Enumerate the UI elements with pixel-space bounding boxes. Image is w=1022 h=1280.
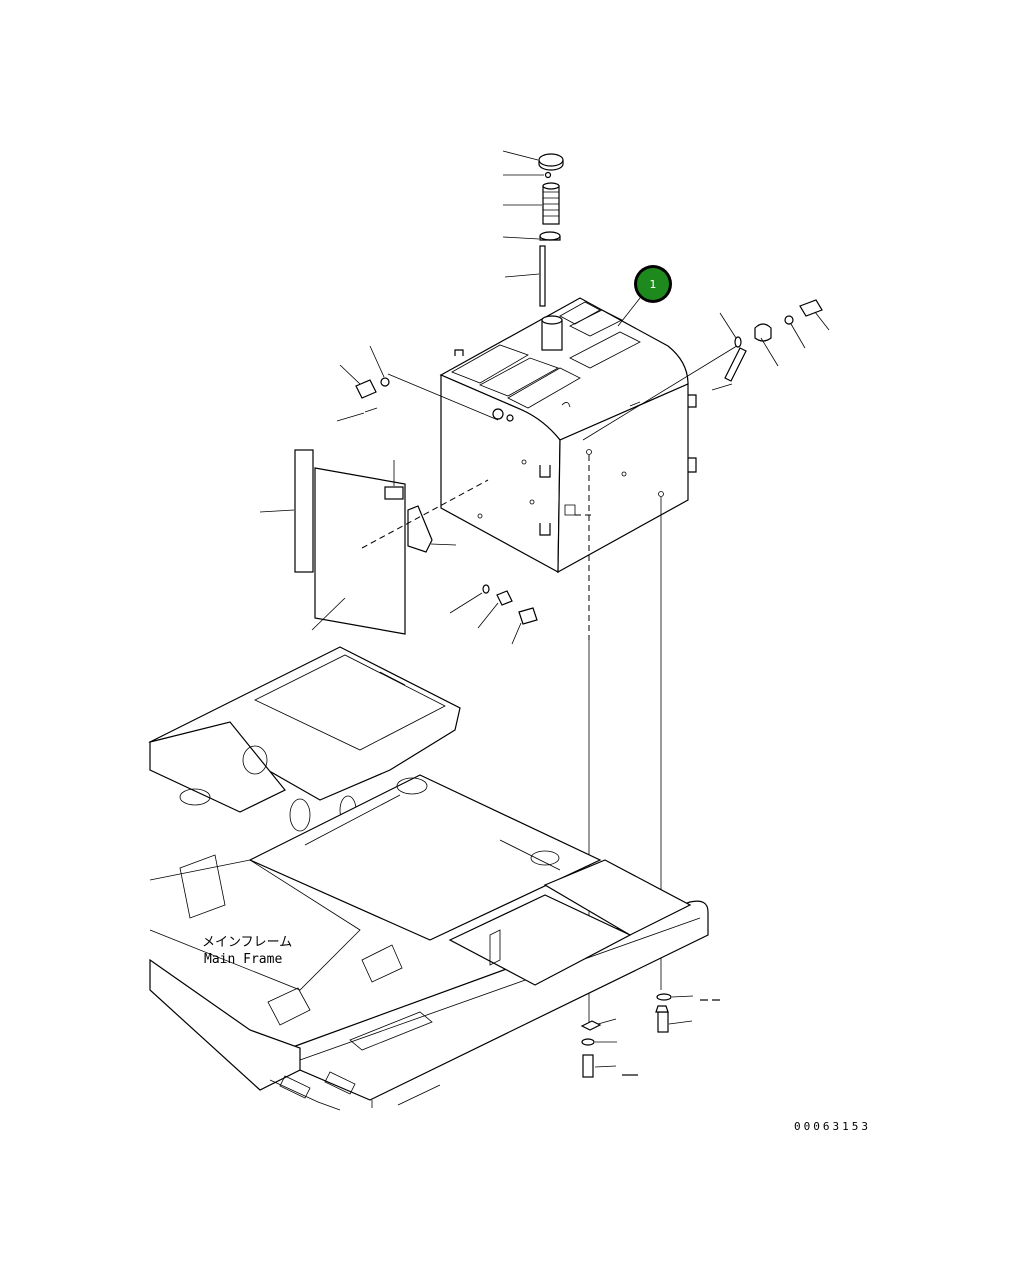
fuel-tank[interactable] bbox=[439, 297, 697, 574]
drain-fitting-assembly[interactable] bbox=[582, 299, 830, 441]
left-fittings[interactable] bbox=[336, 345, 499, 422]
hose-fittings[interactable] bbox=[449, 584, 538, 645]
main-frame-label-japanese: メインフレーム bbox=[202, 935, 292, 950]
cover-plate-assembly[interactable] bbox=[259, 449, 489, 635]
filler-cap-assembly[interactable] bbox=[502, 150, 564, 307]
callout-circle bbox=[637, 268, 669, 300]
document-number: 00063153 bbox=[794, 1120, 871, 1133]
main-frame-label-english: Main Frame bbox=[204, 952, 282, 967]
main-frame bbox=[148, 646, 709, 1111]
mounting-hardware[interactable] bbox=[580, 993, 720, 1078]
callout-marker[interactable]: 1 bbox=[634, 265, 672, 303]
callout-number: 1 bbox=[650, 278, 657, 291]
